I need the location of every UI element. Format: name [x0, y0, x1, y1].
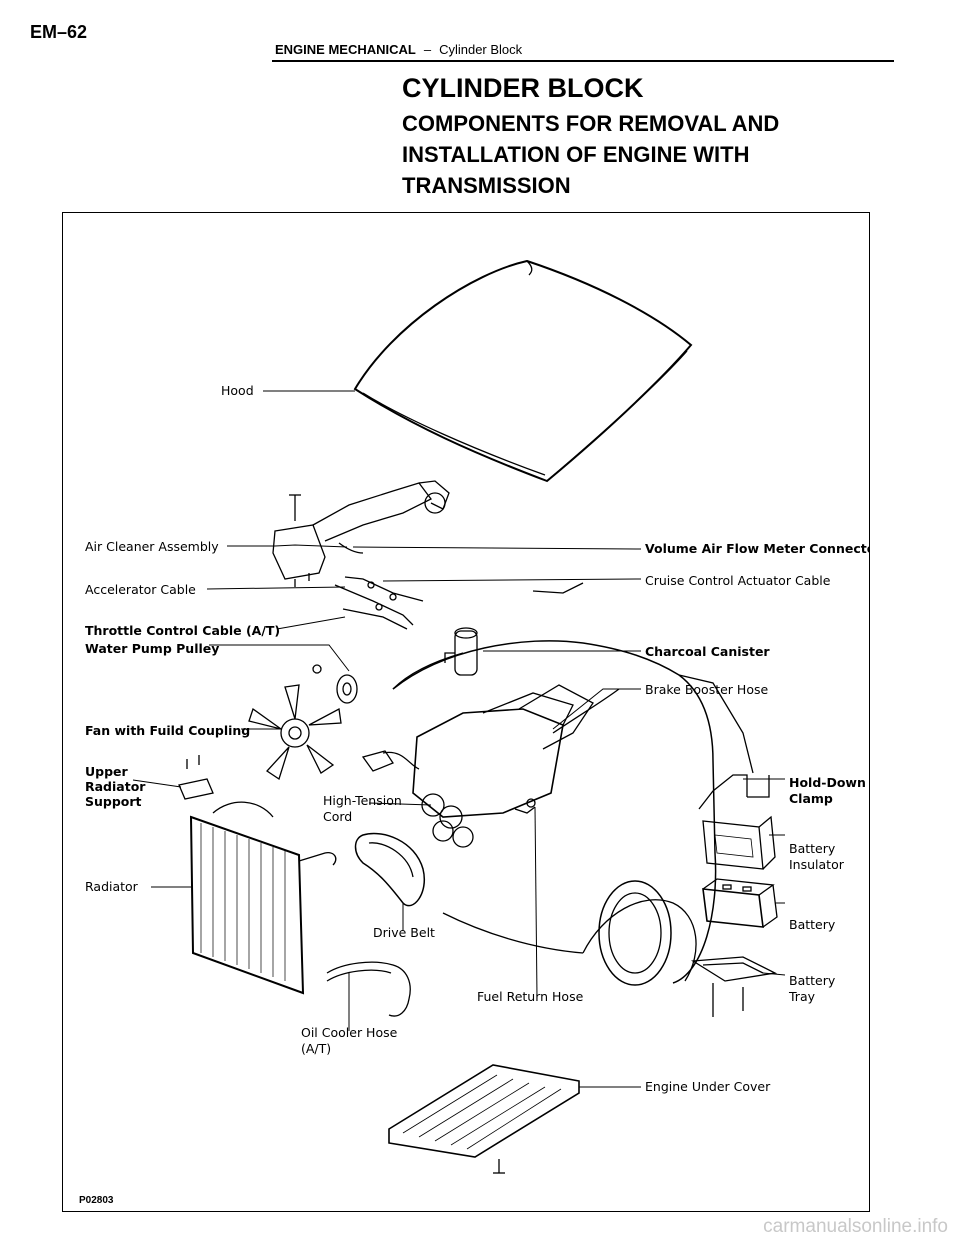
components-figure: Hood Air Cleaner Assembly Volume Air Flo…: [62, 212, 870, 1212]
label-charcoal-canister: Charcoal Canister: [645, 644, 770, 659]
label-volume-air-flow-meter-connector: Volume Air Flow Meter Connector: [645, 541, 869, 556]
label-battery-tray-line2: Tray: [788, 989, 816, 1004]
radiator-drawing: [189, 801, 337, 995]
label-battery-tray-line1: Battery: [789, 973, 836, 988]
label-high-tension-cord-line2: Cord: [323, 809, 352, 824]
label-upper-radiator-support-line2: Radiator: [85, 779, 146, 794]
engine-under-cover-drawing: [388, 1064, 580, 1174]
label-battery-insulator-line1: Battery: [789, 841, 836, 856]
label-radiator: Radiator: [85, 879, 139, 894]
label-upper-radiator-support-line1: Upper: [85, 764, 129, 779]
air-cleaner-drawing: [272, 480, 450, 587]
label-battery: Battery: [789, 917, 836, 932]
header-rule: [272, 60, 894, 62]
drive-belt-drawing: [354, 832, 425, 907]
car-body-drawing: [392, 582, 754, 986]
page-subtitle: COMPONENTS FOR REMOVAL AND INSTALLATION …: [402, 111, 780, 198]
label-air-cleaner-assembly: Air Cleaner Assembly: [85, 539, 219, 554]
hood-drawing: [353, 259, 693, 483]
fan-drawing: [248, 684, 342, 781]
label-water-pump-pulley: Water Pump Pulley: [85, 641, 219, 656]
page-number: EM–62: [30, 22, 88, 42]
figure-code: P02803: [79, 1195, 114, 1206]
label-oil-cooler-hose-line2: (A/T): [301, 1041, 331, 1056]
watermark: carmanualsonline.info: [763, 1216, 948, 1237]
label-hold-down-clamp-line2: Clamp: [789, 791, 833, 806]
fuel-return-hose-drawing: [514, 798, 536, 814]
label-oil-cooler-hose-line1: Oil Cooler Hose: [301, 1025, 398, 1040]
label-high-tension-cord-line1: High-Tension: [323, 793, 402, 808]
label-fuel-return-hose: Fuel Return Hose: [477, 989, 584, 1004]
label-layer: Hood Air Cleaner Assembly Volume Air Flo…: [85, 383, 869, 1094]
header-separator: –: [423, 42, 432, 57]
label-battery-insulator-line2: Insulator: [789, 857, 845, 872]
cables-drawing: [334, 576, 424, 630]
label-throttle-control-cable: Throttle Control Cable (A/T): [85, 623, 280, 638]
header-section: ENGINE MECHANICAL: [275, 42, 416, 57]
label-cruise-control-actuator-cable: Cruise Control Actuator Cable: [645, 573, 831, 588]
label-drive-belt: Drive Belt: [373, 925, 435, 940]
running-header: ENGINE MECHANICAL–Cylinder Block: [275, 42, 522, 57]
label-accelerator-cable: Accelerator Cable: [85, 582, 196, 597]
exploded-view-drawing: [132, 259, 786, 1174]
water-pump-pulley-drawing: [312, 664, 358, 704]
engine-drawing: [361, 684, 620, 848]
leader-lines: [132, 390, 786, 1088]
page-title: CYLINDER BLOCK: [402, 73, 644, 103]
upper-radiator-support-drawing: [178, 755, 214, 800]
label-upper-radiator-support-line3: Support: [85, 794, 142, 809]
oil-cooler-hose-drawing: [326, 961, 411, 1017]
label-hood: Hood: [221, 383, 254, 398]
label-hold-down-clamp-line1: Hold-Down: [789, 775, 866, 790]
label-brake-booster-hose: Brake Booster Hose: [645, 682, 768, 697]
label-fan-with-fluid-coupling: Fan with Fuild Coupling: [85, 723, 250, 738]
label-engine-under-cover: Engine Under Cover: [645, 1079, 771, 1094]
header-subsection: Cylinder Block: [439, 42, 523, 57]
